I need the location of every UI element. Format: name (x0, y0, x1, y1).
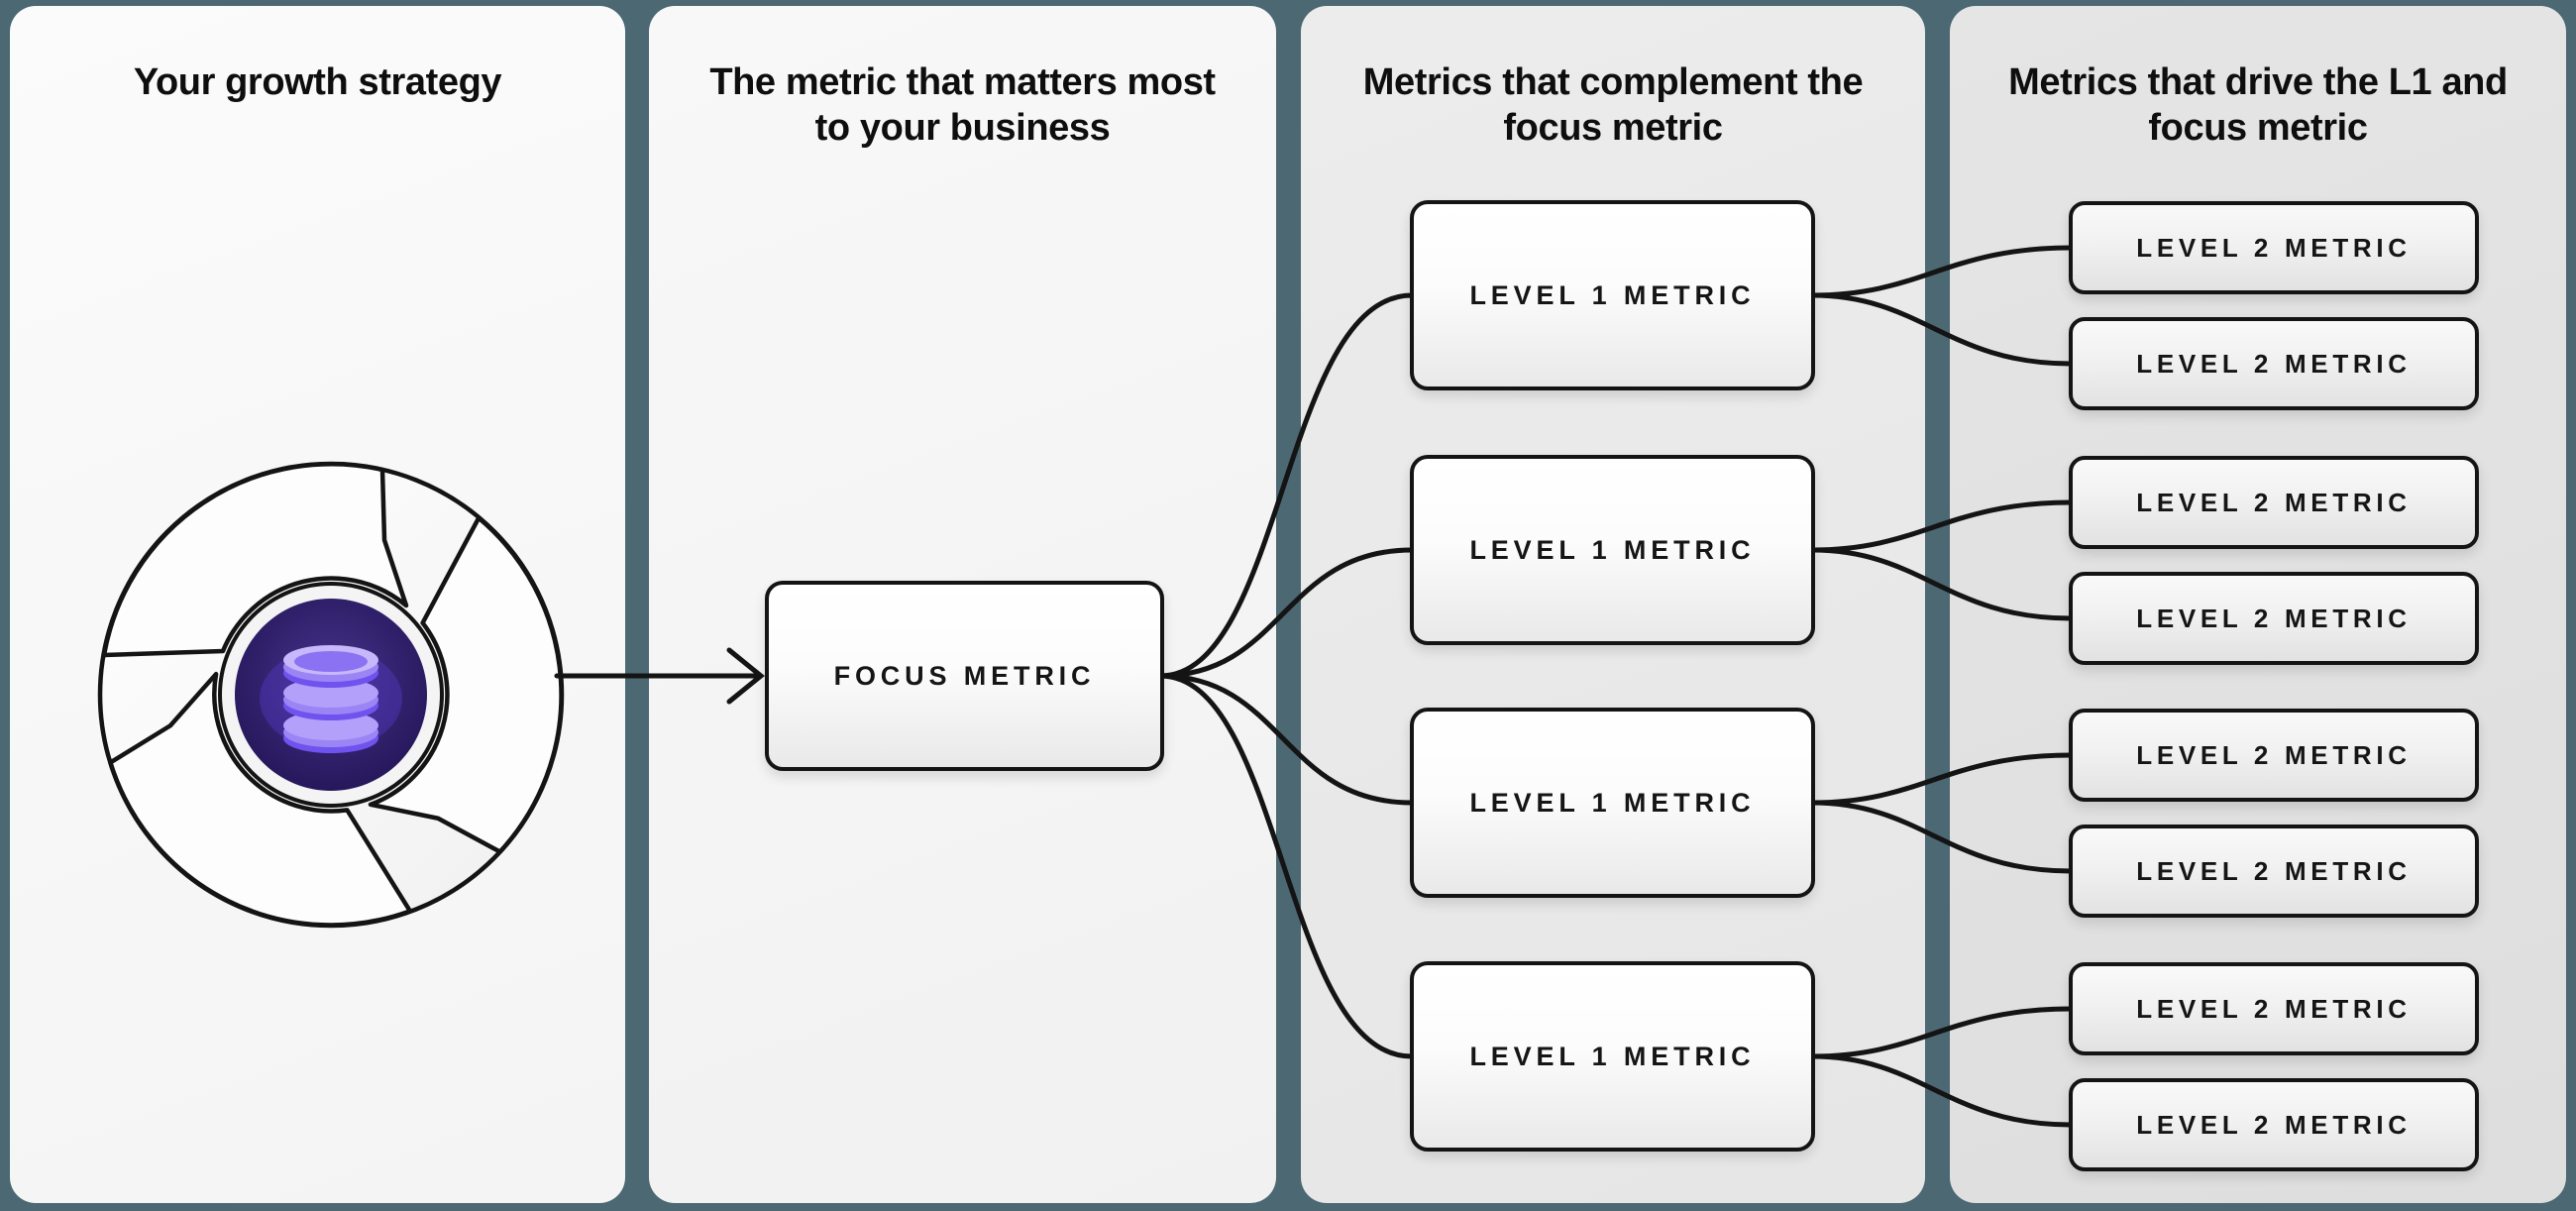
level1-metric-label: LEVEL 1 METRIC (1469, 1041, 1756, 1071)
level1-metric-box: LEVEL 1 METRIC (1410, 455, 1815, 645)
level2-metric-label: LEVEL 2 METRIC (2136, 855, 2412, 886)
level2-metric-label: LEVEL 2 METRIC (2136, 348, 2412, 379)
level2-metric-box: LEVEL 2 METRIC (2069, 1078, 2479, 1171)
focus-metric-box: FOCUS METRIC (765, 581, 1164, 771)
flywheel-icon (97, 461, 565, 929)
level1-metric-label: LEVEL 1 METRIC (1469, 534, 1756, 565)
panel-title: The metric that matters most to your bus… (709, 61, 1216, 150)
focus-metric-label: FOCUS METRIC (833, 660, 1096, 691)
level1-metric-box: LEVEL 1 METRIC (1410, 961, 1815, 1152)
level2-metric-label: LEVEL 2 METRIC (2136, 993, 2412, 1024)
level1-metric-label: LEVEL 1 METRIC (1469, 279, 1756, 310)
panel-growth-strategy: Your growth strategy (10, 6, 625, 1203)
level1-metric-label: LEVEL 1 METRIC (1469, 787, 1756, 818)
level1-metric-box: LEVEL 1 METRIC (1410, 708, 1815, 898)
level2-metric-label: LEVEL 2 METRIC (2136, 1109, 2412, 1140)
database-icon (260, 645, 402, 753)
level2-metric-box: LEVEL 2 METRIC (2069, 962, 2479, 1055)
level2-metric-box: LEVEL 2 METRIC (2069, 709, 2479, 802)
panel-title: Your growth strategy (133, 61, 502, 103)
level2-metric-box: LEVEL 2 METRIC (2069, 825, 2479, 918)
level2-metric-box: LEVEL 2 METRIC (2069, 572, 2479, 665)
level2-metric-label: LEVEL 2 METRIC (2136, 232, 2412, 263)
level2-metric-label: LEVEL 2 METRIC (2136, 739, 2412, 770)
panel-title: Metrics that complement the focus metric (1362, 61, 1864, 150)
level1-metric-box: LEVEL 1 METRIC (1410, 200, 1815, 390)
level2-metric-box: LEVEL 2 METRIC (2069, 201, 2479, 294)
flywheel-blades (101, 461, 564, 928)
panel-title: Metrics that drive the L1 and focus metr… (2008, 61, 2508, 150)
level2-metric-label: LEVEL 2 METRIC (2136, 603, 2412, 633)
level2-metric-label: LEVEL 2 METRIC (2136, 487, 2412, 517)
level2-metric-box: LEVEL 2 METRIC (2069, 317, 2479, 410)
level2-metric-box: LEVEL 2 METRIC (2069, 456, 2479, 549)
